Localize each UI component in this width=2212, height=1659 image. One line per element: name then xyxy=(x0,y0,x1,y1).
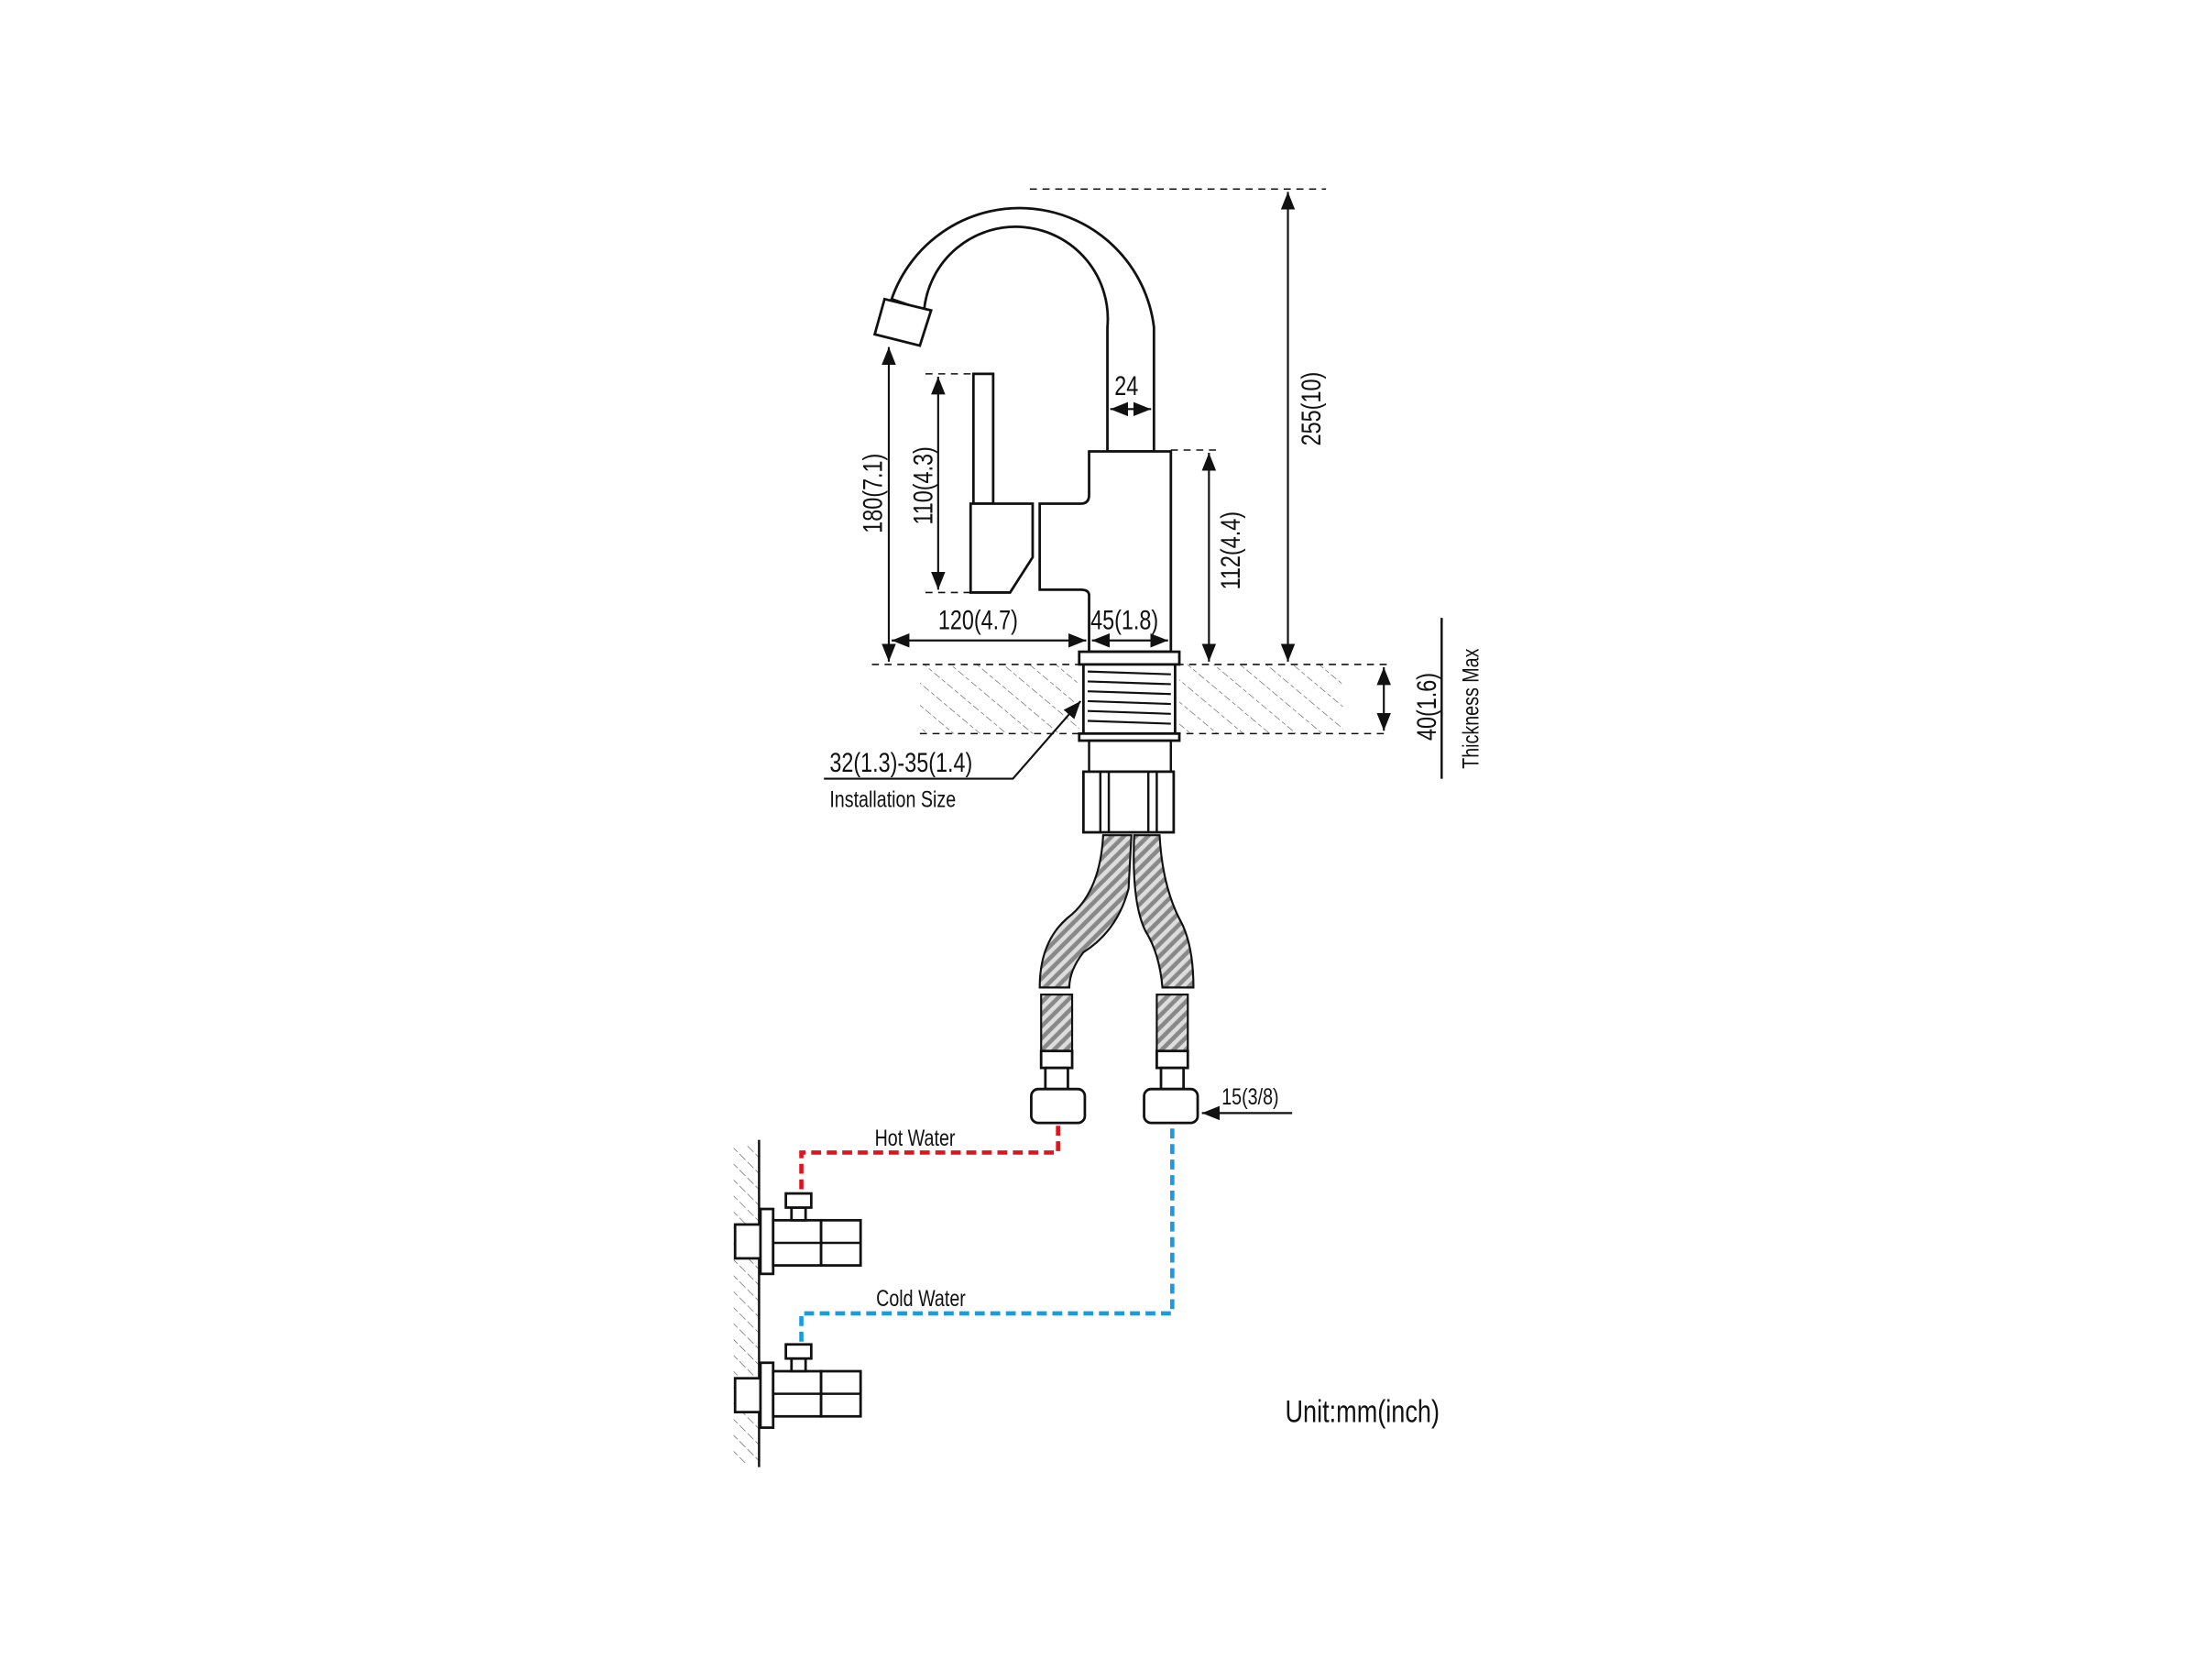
dim-base-diameter: 45(1.8) xyxy=(1090,605,1158,635)
dim-handle-height: 110(4.3) xyxy=(908,446,938,524)
dim-installation-hole: 32(1.3)-35(1.4) xyxy=(829,747,972,777)
thickness-max-label: Thickness Max xyxy=(1458,649,1484,769)
dim-spout-height: 180(7.1) xyxy=(858,454,888,533)
dim-body-height: 112(4.4) xyxy=(1216,511,1246,589)
unit-label: Unit:mm(inch) xyxy=(1285,1395,1440,1430)
hot-water-label: Hot Water xyxy=(875,1126,956,1151)
cold-angle-valve xyxy=(733,1343,862,1429)
supply-hoses xyxy=(1030,834,1199,1125)
wall-valves xyxy=(733,1139,862,1467)
dim-spout-diameter: 24 xyxy=(1114,370,1138,401)
hot-water-line xyxy=(799,1126,1060,1192)
installation-size-label: Installation Size xyxy=(829,786,956,812)
dim-total-height: 255(10) xyxy=(1296,372,1326,446)
hot-angle-valve xyxy=(733,1192,862,1276)
faucet-body xyxy=(872,206,1181,834)
dim-counter-thickness: 40(1.6) xyxy=(1412,673,1442,741)
dim-hose-connector: 15(3/8) xyxy=(1221,1084,1278,1110)
cold-water-label: Cold Water xyxy=(876,1286,966,1312)
dimension-lines xyxy=(824,188,1443,1121)
dim-spout-reach: 120(4.7) xyxy=(938,605,1018,635)
